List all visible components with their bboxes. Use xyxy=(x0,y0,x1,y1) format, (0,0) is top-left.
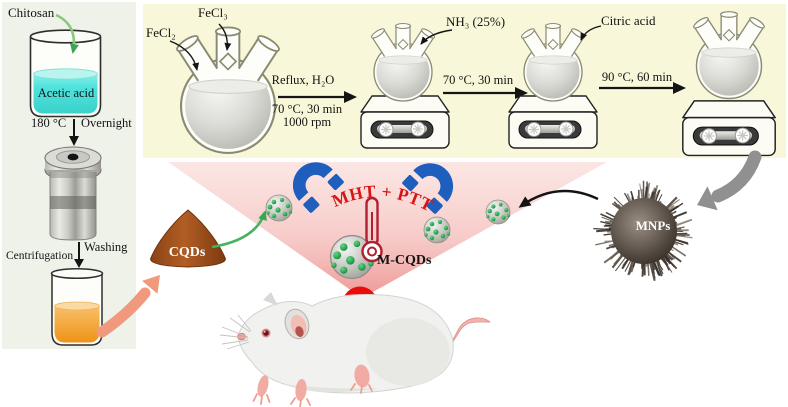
washing-label: Washing xyxy=(84,240,128,254)
step1-line2-label: 70 °C, 30 min xyxy=(271,102,343,116)
fecl2-arrow xyxy=(169,40,200,71)
flask-2 xyxy=(370,24,435,102)
fecl3-arrow xyxy=(218,23,232,51)
mouse-feet xyxy=(252,364,373,407)
citric-acid-label: Citric acid xyxy=(601,13,656,28)
mcqds-sphere-small-2 xyxy=(423,216,451,244)
mouse-ear-back xyxy=(263,292,278,306)
fecl3-label: FeCl₃ xyxy=(198,5,228,20)
arrow-180C xyxy=(69,119,79,146)
hotplate-4 xyxy=(683,101,775,156)
orange-transfer-arrow xyxy=(96,275,160,338)
chitosan-label: Chitosan xyxy=(8,5,55,20)
mouse-illustration xyxy=(219,286,491,407)
acetic-acid-label: Acetic acid xyxy=(37,86,95,100)
step2-label: 70 °C, 30 min xyxy=(442,73,514,87)
beaker-acetic-acid xyxy=(29,29,102,118)
nh3-label: NH₃ (25%) xyxy=(446,14,506,29)
fecl2-label: FeCl₂ xyxy=(146,25,176,40)
cqds-to-mcqds-arrow xyxy=(211,210,267,249)
autoclave xyxy=(44,146,102,241)
step1-temp-label: 180 °C xyxy=(31,116,67,130)
mcqds-label: M-CQDs xyxy=(377,253,432,268)
mnps-label: MNPs xyxy=(635,218,671,233)
thermometer-icon xyxy=(361,196,383,263)
step1-time-label: Overnight xyxy=(81,116,132,130)
mouse-ear xyxy=(284,308,310,340)
mnps-sphere xyxy=(593,180,693,282)
mouse-whiskers xyxy=(219,314,252,350)
arrow-step2 xyxy=(443,87,528,99)
chitosan-arrow xyxy=(55,13,79,54)
citric-arrow xyxy=(580,25,602,41)
step1-line3-label: 1000 rpm xyxy=(282,115,332,129)
flask-4 xyxy=(692,12,765,99)
hotplate-3 xyxy=(509,96,597,148)
flask-3 xyxy=(520,24,585,102)
hotplate-2 xyxy=(361,96,449,148)
mnps-transfer-arrow xyxy=(697,150,762,211)
beaker-product xyxy=(50,267,104,346)
centrifugation-label: Centrifugation xyxy=(6,250,74,262)
arrow-step3 xyxy=(599,82,686,94)
step1-line1-label: Reflux, H₂O xyxy=(271,73,335,87)
arrow-step1 xyxy=(278,91,357,103)
step3-label: 90 °C, 60 min xyxy=(601,70,673,84)
mcqds-sphere-small-1 xyxy=(265,194,293,222)
mcqds-sphere-small-3 xyxy=(485,199,511,225)
nh3-arrow xyxy=(420,29,453,45)
mnps-to-mcqds-arrow xyxy=(518,189,599,208)
cqds-label: CQDs xyxy=(168,245,206,260)
arrow-centrifugation xyxy=(74,242,84,268)
